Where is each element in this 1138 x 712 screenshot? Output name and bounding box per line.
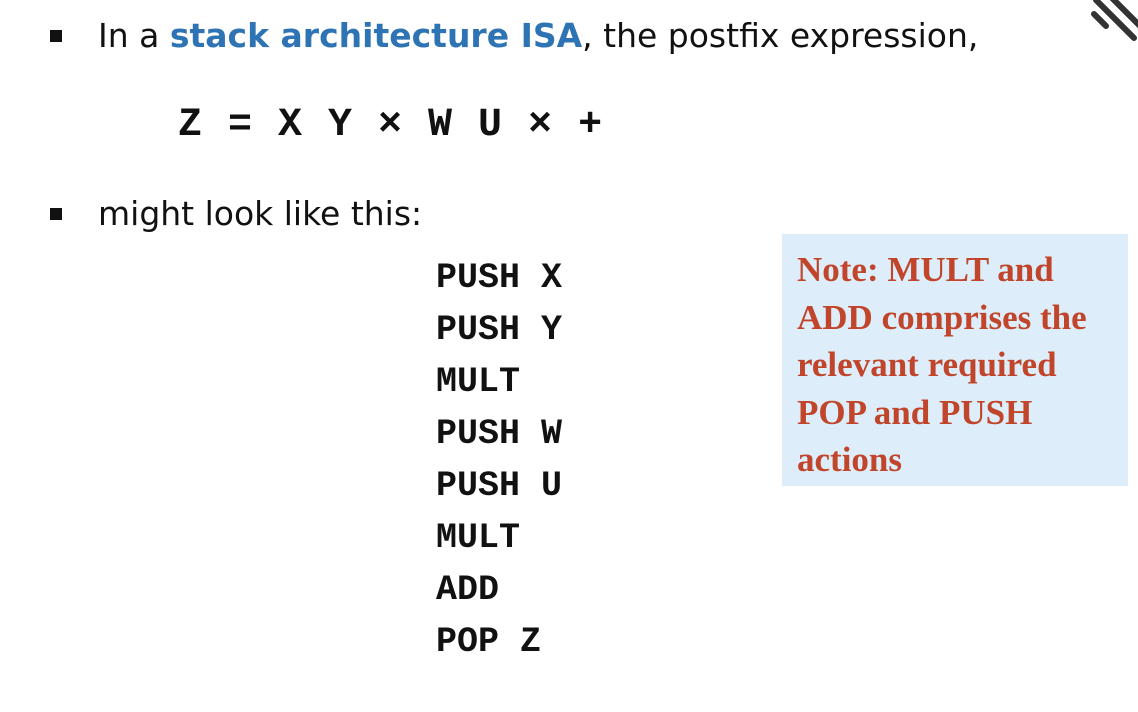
bullet-marker xyxy=(50,208,62,220)
intro-suffix: , the postfix expression, xyxy=(582,16,979,55)
stack-architecture-isa-term: stack architecture ISA xyxy=(169,16,583,55)
note-callout: Note: MULT and ADD comprises the relevan… xyxy=(782,234,1128,486)
stack-code-listing: PUSH X PUSH Y MULT PUSH W PUSH U MULT AD… xyxy=(436,252,562,668)
intro-prefix: In a xyxy=(98,16,170,55)
note-text: Note: MULT and ADD comprises the relevan… xyxy=(797,250,1087,479)
might-look-like-text: might look like this: xyxy=(98,194,423,233)
bullet-marker xyxy=(50,30,62,42)
postfix-expression: Z = X Y × W U × + xyxy=(178,103,604,148)
code-line: POP Z xyxy=(436,622,542,662)
corner-stamp-graphic xyxy=(1091,0,1138,41)
code-line: MULT xyxy=(436,518,521,558)
code-line: MULT xyxy=(436,362,521,402)
code-line: PUSH W xyxy=(436,414,563,454)
code-line: PUSH Y xyxy=(436,310,563,350)
intro-bullet-text: In a stack architecture ISA, the postfix… xyxy=(98,16,978,56)
code-line: ADD xyxy=(436,570,500,610)
code-line: PUSH U xyxy=(436,466,563,506)
code-line: PUSH X xyxy=(436,258,563,298)
